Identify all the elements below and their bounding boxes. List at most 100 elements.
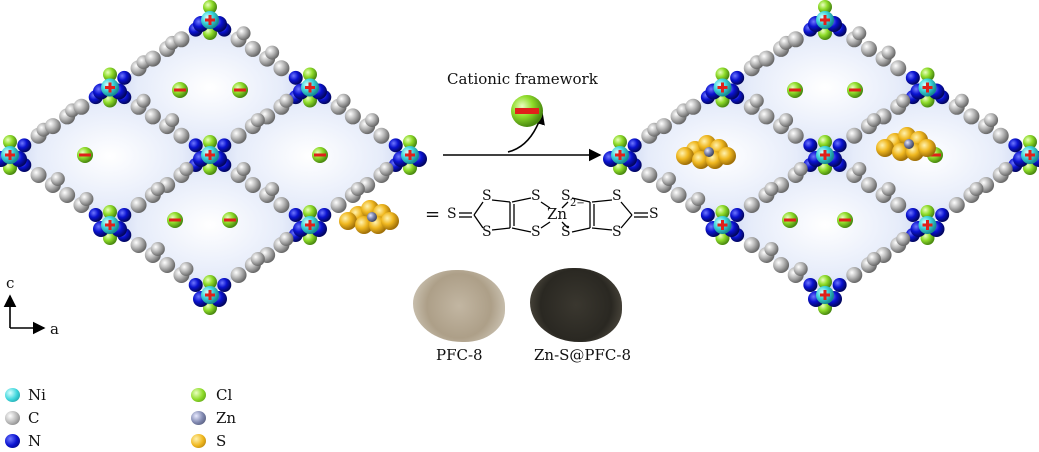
c-atom	[179, 262, 194, 276]
c-atom	[787, 31, 804, 48]
cation-plus-icon	[105, 220, 115, 230]
atom-zn: Zn	[547, 205, 568, 223]
anion-minus-icon	[849, 88, 861, 92]
c-atom	[641, 167, 658, 183]
c-atom	[743, 197, 760, 213]
c-atom	[373, 127, 390, 144]
c-atom	[59, 187, 76, 203]
n-atom	[832, 278, 847, 292]
c-atom	[230, 267, 247, 283]
c-atom	[764, 182, 779, 196]
c-axis-label: c	[6, 274, 15, 292]
c-atom	[954, 93, 969, 108]
s-atom	[381, 212, 399, 230]
c-atom	[244, 40, 261, 57]
n-atom	[935, 208, 950, 222]
c-atom	[743, 237, 760, 253]
n-atom	[217, 138, 232, 153]
a-axis-label: a	[50, 320, 59, 338]
c-atom	[379, 162, 394, 176]
cl-atom	[103, 67, 117, 82]
framework-zn-s-pfc8	[603, 0, 1039, 315]
n-ball-icon	[5, 434, 20, 448]
c-atom	[73, 98, 90, 115]
c-atom	[896, 232, 911, 246]
c-atom	[691, 192, 706, 206]
cl-atom	[818, 0, 832, 14]
c-atom	[173, 31, 190, 48]
atom-s: S	[531, 188, 541, 204]
c-atom	[948, 197, 965, 213]
cl-atom	[818, 135, 832, 149]
pore	[10, 87, 210, 225]
n-atom	[803, 138, 818, 153]
cation-plus-icon	[205, 150, 215, 160]
cation-plus-icon	[922, 82, 933, 93]
zn-atom	[367, 212, 377, 222]
cl-atom	[3, 135, 17, 149]
atom-s: S	[649, 206, 659, 222]
cationic-framework-label: Cationic framework	[447, 70, 598, 88]
anion-minus-icon	[234, 88, 246, 92]
legend-c: C	[28, 409, 40, 427]
anion-minus-icon	[839, 218, 851, 222]
n-atom	[905, 208, 920, 222]
c-atom	[136, 93, 151, 108]
c-atom	[852, 162, 867, 176]
s-atom	[676, 147, 694, 165]
atom-s: S	[612, 224, 622, 240]
cation-plus-icon	[717, 82, 728, 93]
c-atom	[144, 108, 161, 125]
c-atom	[773, 257, 790, 273]
cl-atom	[203, 0, 217, 14]
c-atom	[787, 127, 804, 144]
anion-minus-icon	[79, 153, 91, 157]
c-atom	[984, 113, 999, 128]
n-atom	[188, 138, 203, 153]
n-atom	[700, 208, 715, 222]
c-atom	[890, 60, 907, 77]
c-atom	[336, 93, 351, 108]
c-atom	[890, 197, 907, 213]
atom-s: S	[447, 206, 457, 222]
c-atom	[685, 98, 702, 115]
cl-atom	[613, 135, 627, 149]
atom-s: S	[531, 224, 541, 240]
c-atom	[881, 45, 896, 60]
n-atom	[832, 138, 847, 153]
n-atom	[117, 208, 132, 222]
s-atom	[718, 147, 736, 165]
c-atom	[969, 182, 984, 196]
c-atom	[150, 182, 165, 196]
cl-atom	[203, 275, 217, 289]
c-atom	[273, 60, 290, 77]
n-atom	[1008, 138, 1023, 153]
c-atom	[661, 172, 676, 186]
framework-pfc8	[0, 0, 427, 315]
atom-s: S	[482, 224, 492, 240]
c-atom	[250, 113, 265, 128]
cation-plus-icon	[922, 220, 933, 230]
cl-atom	[403, 135, 417, 149]
zn-atom	[904, 139, 914, 149]
atom-s: S	[561, 188, 571, 204]
c-ball-icon	[5, 411, 20, 425]
c-atom	[236, 26, 251, 41]
c-atom	[779, 113, 794, 128]
cation-plus-icon	[405, 150, 415, 160]
cation-plus-icon	[615, 150, 625, 160]
c-atom	[330, 197, 347, 213]
c-atom	[265, 45, 280, 60]
anion-ball-icon	[511, 95, 543, 127]
c-atom	[846, 127, 863, 144]
c-atom	[279, 93, 294, 108]
c-atom	[265, 182, 280, 196]
atom-s: S	[612, 188, 622, 204]
c-atom	[350, 182, 365, 196]
atom-s: S	[482, 188, 492, 204]
n-atom	[288, 70, 303, 85]
cation-plus-icon	[820, 150, 830, 160]
c-atom	[992, 127, 1009, 144]
cation-plus-icon	[1025, 150, 1035, 160]
